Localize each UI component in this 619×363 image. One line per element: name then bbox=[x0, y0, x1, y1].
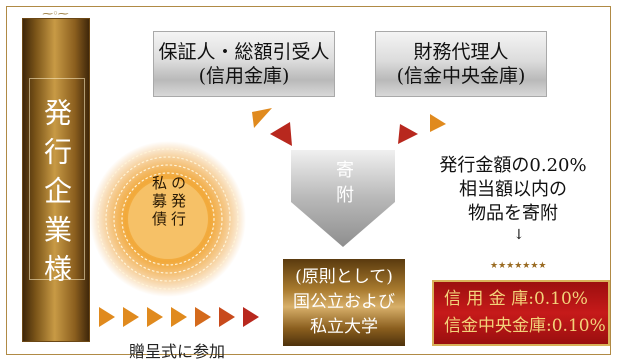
chevron-5-icon bbox=[195, 307, 211, 327]
university-line2: 国公立および bbox=[293, 292, 395, 312]
issuer-bar: 発行企業様 bbox=[22, 18, 90, 342]
arrow-right-orange-icon bbox=[430, 114, 446, 132]
amount-line1: 発行金額の0.20% bbox=[439, 155, 587, 176]
private-bond-burst bbox=[90, 141, 246, 297]
agent-box: 財務代理人 (信金中央金庫) bbox=[375, 31, 547, 97]
chevron-6-icon bbox=[219, 307, 235, 327]
guarantor-line1: 保証人・総額引受人 bbox=[158, 41, 330, 63]
private-bond-col1: 私募債 bbox=[150, 175, 168, 229]
guarantor-line2: (信用金庫) bbox=[198, 65, 290, 87]
fee-line2: 信金中央金庫:0.10% bbox=[444, 316, 606, 336]
fee-line1: 信 用 金 庫:0.10% bbox=[444, 289, 588, 309]
private-bond-col2: の発行 bbox=[169, 175, 187, 229]
donation-arrow-shape bbox=[291, 150, 395, 247]
arrow-right-red-icon bbox=[398, 124, 418, 144]
donation-label: 寄附 bbox=[333, 160, 354, 210]
chevron-7-icon bbox=[243, 307, 259, 327]
outer-frame: ⁓◦⁓ bbox=[6, 6, 611, 355]
guarantor-box: 保証人・総額引受人 (信用金庫) bbox=[153, 31, 335, 97]
university-box: (原則として) 国公立および 私立大学 bbox=[283, 259, 405, 346]
donation-text-wrap: 寄附 bbox=[291, 160, 395, 210]
university-line1: (原則として) bbox=[295, 267, 393, 287]
chevron-2-icon bbox=[123, 307, 139, 327]
issuer-bar-inner-border bbox=[29, 78, 85, 280]
ceremony-label: 贈呈式に参加 bbox=[129, 342, 226, 361]
chevron-1-icon bbox=[99, 307, 115, 327]
donation-arrow: 寄附 bbox=[291, 150, 395, 247]
chevron-3-icon bbox=[147, 307, 163, 327]
chevron-4-icon bbox=[171, 307, 187, 327]
frame-ornament-icon: ⁓◦⁓ bbox=[33, 8, 77, 20]
down-arrow-icon: ↓ bbox=[513, 227, 525, 243]
stars-icon: ★★★★★★★ bbox=[490, 261, 547, 271]
amount-line3: 物品を寄附 bbox=[468, 203, 558, 224]
amount-line2: 相当額以内の bbox=[459, 179, 567, 200]
agent-line2: (信金中央金庫) bbox=[396, 65, 526, 87]
university-line3: 私立大学 bbox=[310, 317, 378, 337]
fee-box: 信 用 金 庫:0.10% 信金中央金庫:0.10% bbox=[432, 280, 610, 346]
issuer-text-wrap: 発行企業様 bbox=[22, 98, 90, 298]
arrow-left-red-icon bbox=[270, 122, 292, 146]
amount-note: 発行金額の0.20% 相当額以内の 物品を寄附 bbox=[433, 154, 593, 226]
agent-line1: 財務代理人 bbox=[413, 41, 509, 63]
arrow-left-orange-icon bbox=[252, 108, 272, 128]
private-bond-text: 私募債 の発行 bbox=[89, 175, 247, 265]
issuer-label: 発行企業様 bbox=[40, 98, 73, 293]
